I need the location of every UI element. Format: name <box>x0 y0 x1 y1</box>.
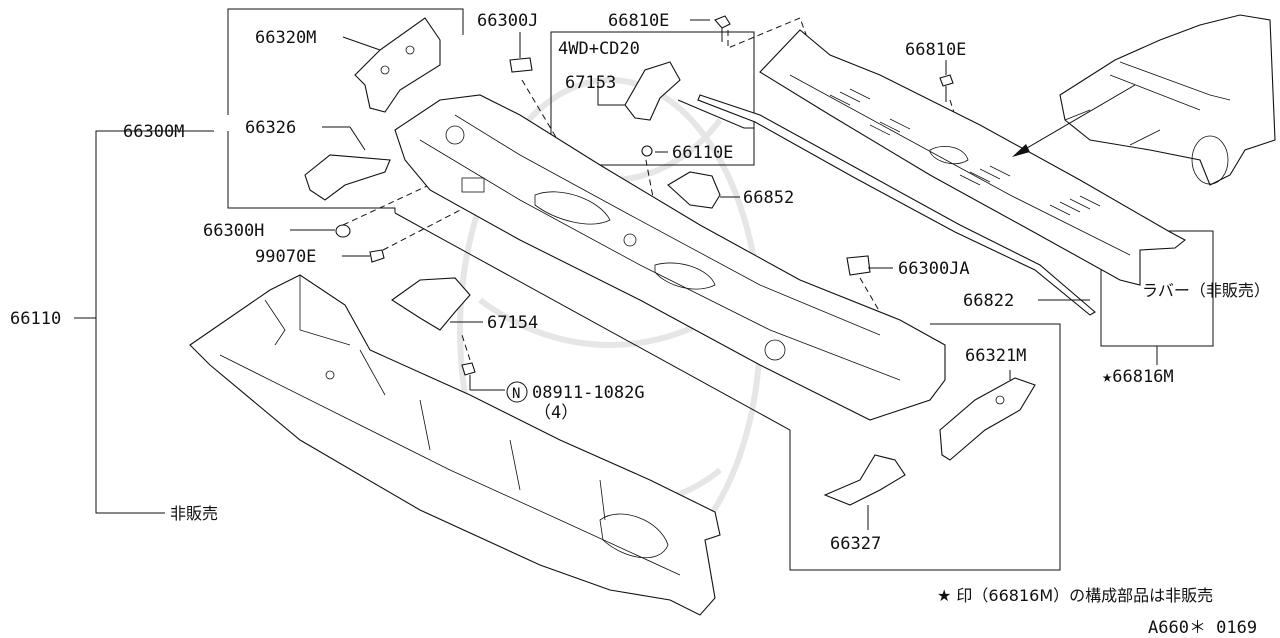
label-66321m: 66321M <box>965 346 1026 366</box>
label-66326: 66326 <box>245 118 296 138</box>
label-variant-box: 4WD+CD20 <box>558 39 640 59</box>
part-labels: 66320M 66300J 66810E 4WD+CD20 67153 6611… <box>10 11 1270 638</box>
vehicle-illustration <box>1012 14 1276 186</box>
footnote: ★ 印（66816M）の構成部品は非販売 <box>937 586 1213 605</box>
group-lines <box>74 8 1214 571</box>
label-66300ja: 66300JA <box>898 259 970 279</box>
label-66810e-right: 66810E <box>905 40 966 60</box>
small-parts <box>304 15 1036 506</box>
label-67153: 67153 <box>565 73 616 93</box>
label-66300j: 66300J <box>477 11 538 31</box>
label-66300h: 66300H <box>203 221 264 241</box>
label-66822: 66822 <box>963 291 1014 311</box>
cowl-top-grille <box>759 29 1186 286</box>
label-66320m: 66320M <box>255 28 316 48</box>
label-qty-4: （4） <box>534 403 578 423</box>
label-66810e-top: 66810E <box>608 11 669 31</box>
label-67154: 67154 <box>487 313 538 333</box>
label-66816m: ★66816M <box>1102 367 1174 387</box>
label-99070e: 99070E <box>255 247 316 267</box>
seal-strip <box>697 94 1096 316</box>
label-nut-symbol: N <box>512 386 520 402</box>
upper-cowl-panel <box>394 94 946 421</box>
label-66110: 66110 <box>10 309 61 329</box>
label-66852: 66852 <box>743 188 794 208</box>
label-rubber-not-sold: ラバー（非販売） <box>1142 281 1270 300</box>
label-66300m: 66300M <box>123 122 184 142</box>
leader-lines <box>290 19 1090 530</box>
label-66327: 66327 <box>830 534 881 554</box>
nut-symbol-circle <box>506 381 528 403</box>
label-not-sold: 非販売 <box>170 504 218 523</box>
label-66110e: 66110E <box>672 143 733 163</box>
lower-cowl-panel <box>189 274 721 616</box>
label-08911: 08911-1082G <box>532 383 645 403</box>
diagram-code: A660＊ 0169 <box>1148 618 1257 638</box>
